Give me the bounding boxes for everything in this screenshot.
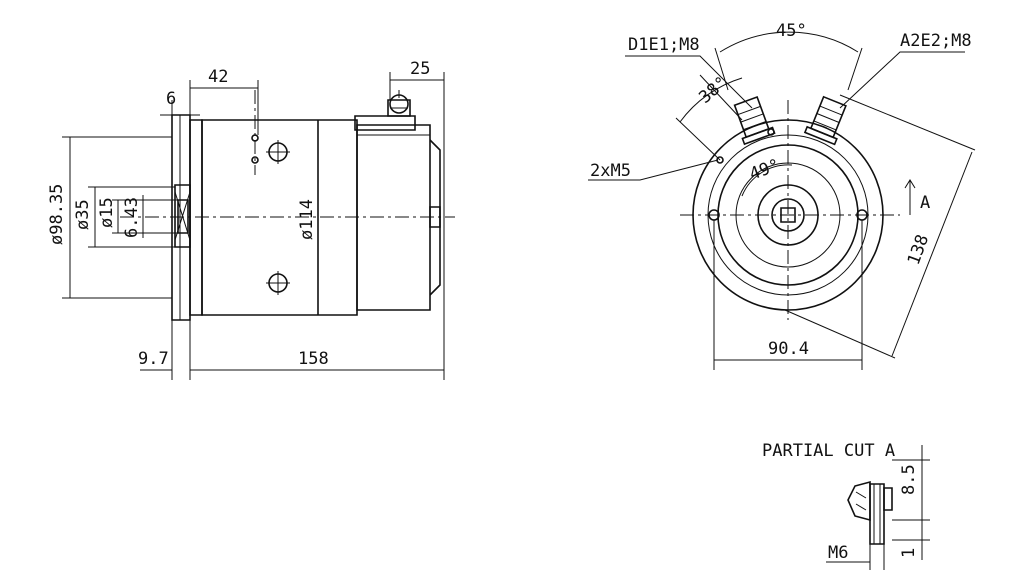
front-view xyxy=(680,95,915,320)
front-view-labels: 45° 38° 49° 90.4 138 D1E1;M8 A2E2;M8 2xM… xyxy=(590,21,972,359)
front-view-dimensions xyxy=(588,32,975,370)
dim-45-deg: 45° xyxy=(776,21,807,41)
label-m6: M6 xyxy=(828,543,848,563)
mounting-hole-top xyxy=(266,140,290,164)
mounting-hole-bottom xyxy=(266,271,290,295)
dim-9-7: 9.7 xyxy=(138,349,169,369)
dim-42: 42 xyxy=(208,67,228,87)
label-2xm5: 2xM5 xyxy=(590,161,631,181)
dim-49-deg: 49° xyxy=(747,155,783,184)
side-view-labels: 42 25 6 ø98.35 ø35 ø15 6.43 ø114 9.7 158 xyxy=(47,59,430,369)
label-a2e2: A2E2;M8 xyxy=(900,31,972,51)
dim-25: 25 xyxy=(410,59,430,79)
partial-cut-a xyxy=(826,445,930,570)
shaft xyxy=(175,185,190,247)
terminal-stud xyxy=(355,90,415,130)
label-d1e1: D1E1;M8 xyxy=(628,35,700,55)
dim-6: 6 xyxy=(166,89,176,109)
dim-dia-35: ø35 xyxy=(73,199,93,230)
dim-90-4: 90.4 xyxy=(768,339,809,359)
terminal-a2e2 xyxy=(805,95,850,144)
dim-dia-15: ø15 xyxy=(97,197,117,228)
label-section-a: A xyxy=(920,193,930,213)
partial-cut-labels: PARTIAL CUT A 8.5 1 M6 xyxy=(762,441,919,563)
dim-6-43: 6.43 xyxy=(122,197,142,238)
label-partial-cut: PARTIAL CUT A xyxy=(762,441,895,461)
side-view xyxy=(120,90,455,320)
dim-1: 1 xyxy=(899,548,919,558)
rear-housing xyxy=(357,125,430,310)
dim-dia-98: ø98.35 xyxy=(47,184,67,245)
dim-dia-114: ø114 xyxy=(297,199,317,240)
side-view-dimensions xyxy=(62,72,444,380)
terminal-d1e1 xyxy=(731,96,775,145)
dim-8-5: 8.5 xyxy=(899,464,919,495)
dim-158: 158 xyxy=(298,349,329,369)
